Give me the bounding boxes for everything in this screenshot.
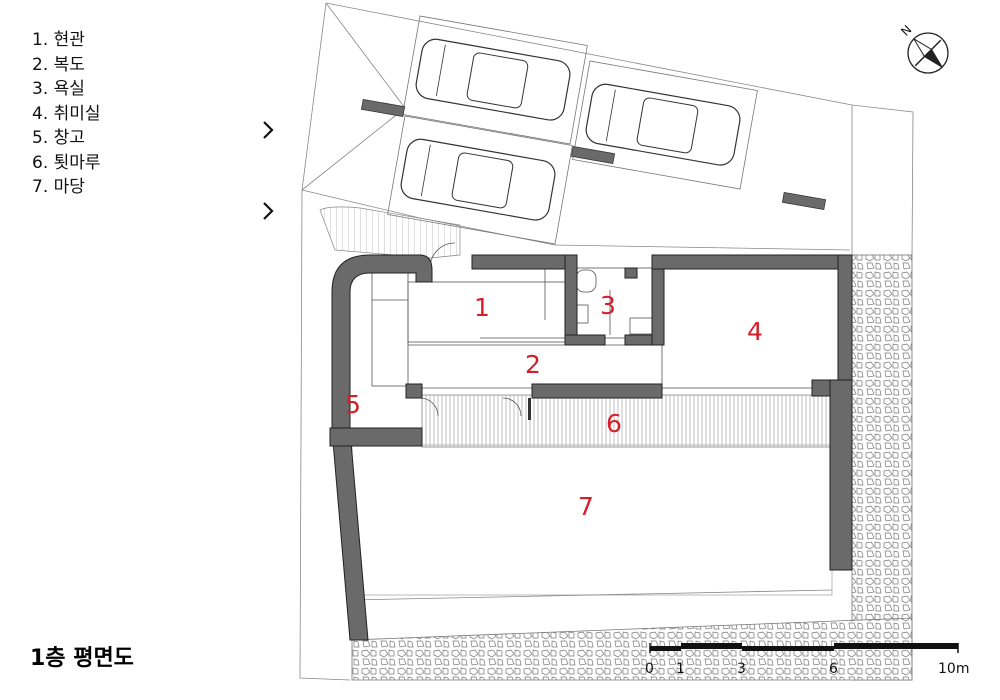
legend-item-entrance: 1. 현관 (32, 30, 85, 50)
walls (329, 254, 853, 641)
room-number-1: 1 (474, 293, 490, 322)
legend-item-veranda: 6. 툇마루 (32, 152, 101, 173)
parking-space-2 (572, 60, 758, 190)
section-arrow-icon (263, 202, 274, 220)
room-legend: 1. 현관 2. 복도 3. 욕실 4. 취미실 5. 창고 6. 툇마루 7.… (32, 28, 101, 200)
car-icon (585, 83, 741, 166)
scale-label-6: 6 (829, 661, 838, 677)
legend-item-corridor: 2. 복도 (32, 54, 85, 75)
car-icon (400, 138, 556, 221)
scale-label-3: 3 (737, 661, 746, 677)
room-number-4: 4 (747, 317, 763, 346)
section-arrow-icon (263, 121, 274, 139)
stone-paving-east (851, 254, 913, 681)
scale-label-10m: 10m (938, 661, 969, 677)
room-number-7: 7 (578, 492, 594, 521)
room-number-5: 5 (345, 390, 361, 419)
legend-item-yard: 7. 마당 (32, 177, 85, 197)
legend-item-hobby-room: 4. 취미실 (32, 103, 101, 124)
exterior-steps (319, 206, 461, 259)
car-icon (415, 38, 571, 121)
legend-item-storage: 5. 창고 (32, 128, 85, 148)
site-boundary (299, 2, 914, 681)
veranda-deck (421, 394, 833, 448)
north-compass-icon: N (898, 23, 949, 74)
room-number-2: 2 (525, 350, 541, 379)
parking-space-3 (387, 115, 573, 245)
parking-space-1 (402, 15, 588, 145)
room-number-6: 6 (606, 409, 622, 438)
wheel-stops (360, 98, 827, 211)
scale-bar: 0 1 3 6 10m (645, 643, 969, 677)
yard (351, 444, 833, 596)
door-panel (528, 398, 531, 420)
scale-label-1: 1 (676, 661, 685, 677)
legend-item-bathroom: 3. 욕실 (32, 79, 85, 99)
plan-title: 1층 평면도 (30, 646, 134, 671)
room-number-3: 3 (600, 291, 616, 320)
scale-label-0: 0 (645, 661, 654, 677)
compass-north-label: N (898, 23, 914, 39)
section-markers (263, 121, 274, 220)
stone-paving-south (351, 617, 913, 681)
